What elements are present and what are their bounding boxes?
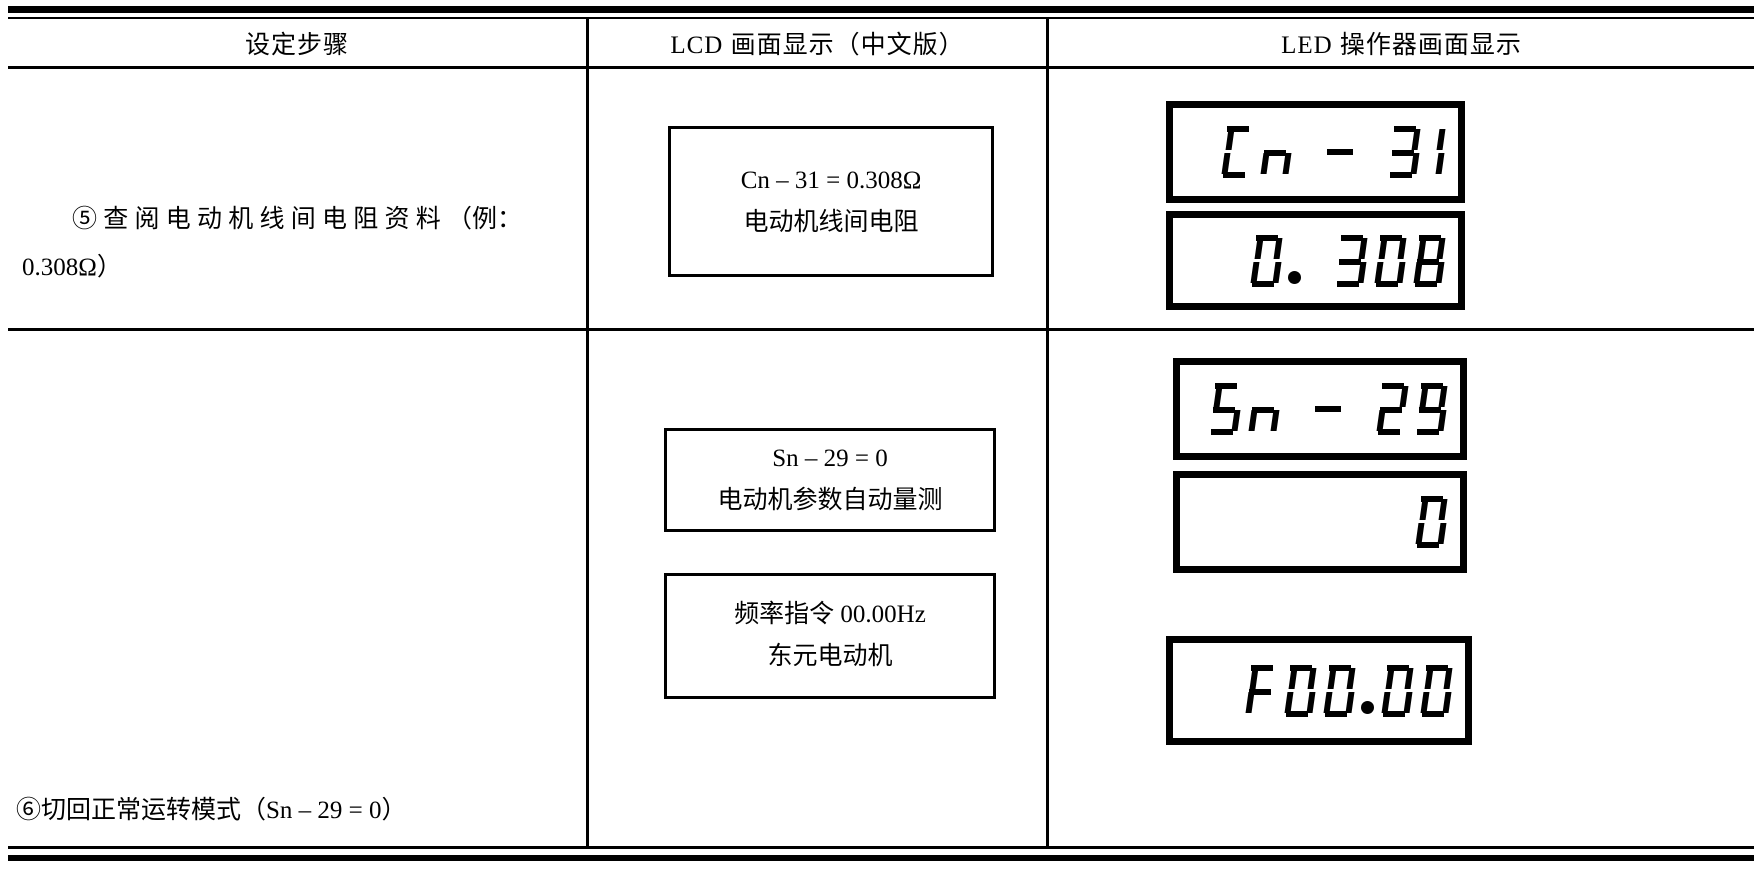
column-header-led-display: LED 操作器画面显示 [1281,32,1522,59]
led-digit-group [1245,664,1453,717]
led-seven-segment-digit [1415,496,1448,548]
step-text-line: ⑤ 查 阅 电 动 机 线 间 电 阻 资 料 （例： [71,206,522,233]
led-seven-segment-digit [1413,234,1446,287]
led-decimal-point [1361,700,1374,714]
led-digit-group [1221,126,1446,178]
table-row: ⑥切回正常运转模式（Sn – 29 = 0） →选择 DRIVE 模式 [8,331,586,846]
step-text-line: ⑥切回正常运转模式（Sn – 29 = 0） [16,797,407,824]
led-seven-segment-digit [1245,664,1276,717]
table-row: ⑤ 查 阅 电 动 机 线 间 电 阻 资 料 （例： 0.308Ω） [8,69,586,328]
column-header-lcd-display: LCD 画面显示（中文版） [670,32,965,59]
lcd-screen-panel: Sn – 29 = 0 电动机参数自动量测 [664,428,996,532]
lcd-screen-panel: 频率指令 00.00Hz 东元电动机 [664,573,996,699]
led-keypad-display [1166,101,1465,203]
led-seven-segment-digit [1250,234,1283,287]
led-seven-segment-digit [1428,126,1446,178]
led-digit-group [1250,234,1446,287]
led-seven-segment-digit [1416,383,1448,435]
led-digit-group [1210,383,1448,435]
lcd-screen-line: 频率指令 00.00Hz [734,601,926,628]
led-seven-segment-digit [1381,664,1414,717]
led-keypad-display [1173,358,1467,460]
lcd-screen-line: 电动机参数自动量测 [717,487,943,514]
table-bottom-border-thick [8,855,1754,861]
table-bottom-border-thin [8,846,1754,849]
header-separator-rule [8,66,1754,69]
led-seven-segment-digit [1210,383,1241,435]
led-keypad-display [1166,211,1465,310]
led-seven-segment-digit [1284,664,1317,717]
table-top-border-thick [8,6,1754,13]
led-seven-segment-digit [1389,126,1421,178]
column-divider-1 [586,19,589,847]
column-header-step: 设定步骤 [244,32,349,59]
led-minus-sign [1327,149,1353,155]
led-digit-group [1415,496,1448,548]
led-seven-segment-digit [1374,234,1407,287]
led-seven-segment-digit [1323,664,1356,717]
step-text-line: 0.308Ω） [22,254,122,281]
led-seven-segment-digit [1260,126,1292,178]
lcd-screen-panel: Cn – 31 = 0.308Ω 电动机线间电阻 [668,126,994,277]
lcd-screen-line: Sn – 29 = 0 [772,445,888,472]
led-minus-sign [1315,406,1341,412]
lcd-screen-line: 东元电动机 [767,643,893,670]
led-keypad-display [1173,471,1467,573]
led-seven-segment-digit [1376,383,1409,435]
led-keypad-display [1166,636,1472,745]
led-seven-segment-digit [1248,383,1280,435]
led-decimal-point [1288,270,1301,284]
led-seven-segment-digit [1420,664,1453,717]
lcd-screen-line: Cn – 31 = 0.308Ω [740,166,922,194]
column-divider-2 [1046,19,1049,847]
led-seven-segment-digit [1221,126,1252,178]
lcd-screen-line: 电动机线间电阻 [743,208,919,236]
procedure-table: 设定步骤 LCD 画面显示（中文版） LED 操作器画面显示 ⑤ 查 阅 电 动… [8,6,1754,864]
row-separator-rule [8,328,1754,331]
led-seven-segment-digit [1336,234,1368,287]
table-top-border-thin [8,17,1754,19]
